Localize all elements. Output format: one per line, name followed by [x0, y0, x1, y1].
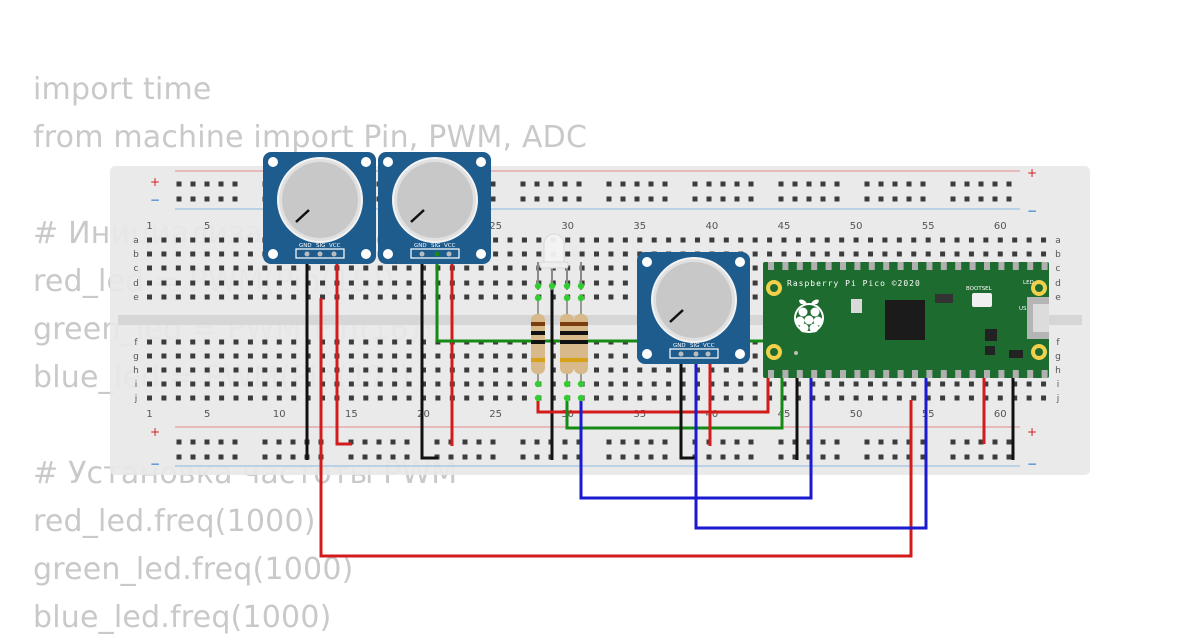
breadboard-row-letter: f	[1056, 338, 1060, 348]
wire-blue-pot3-sig	[694, 352, 928, 530]
potentiometer-1: GND SIG VCC	[263, 152, 376, 264]
potentiometer-2: GND SIG VCC	[378, 152, 491, 264]
breadboard-column-number: 30	[561, 221, 574, 232]
breadboard-column-number: 50	[850, 409, 863, 420]
breadboard-column-number: 45	[778, 221, 791, 232]
connection-markers	[534, 282, 585, 402]
breadboard-column-number: 1	[146, 409, 152, 420]
pico-led-label: LED	[1023, 280, 1034, 286]
wire-red-resistor	[536, 372, 770, 414]
breadboard-row-letter: b	[133, 250, 139, 260]
breadboard-row-letter: c	[134, 264, 139, 274]
breadboard-row-letter: j	[134, 394, 138, 404]
breadboard-row-letter: i	[135, 380, 138, 390]
wire-green-resistor	[565, 372, 784, 430]
code-line: import time	[33, 72, 212, 107]
breadboard-column-number: 25	[489, 409, 502, 420]
breadboard-column-number: 15	[345, 409, 358, 420]
breadboard-column-number: 35	[633, 221, 646, 232]
pico-pins	[768, 262, 1048, 378]
pico-usb-label: USB	[1019, 306, 1031, 312]
rail-plus-top-left: +	[150, 175, 160, 189]
breadboard-row-letter: d	[1055, 279, 1061, 289]
pico-bootsel-label: BOOTSEL	[966, 286, 993, 292]
breadboard-row-letter: f	[134, 338, 138, 348]
resistor-1	[531, 300, 545, 386]
pot3-pin-vcc: VCC	[703, 343, 715, 349]
code-line: red_led.freq(1000)	[33, 504, 316, 539]
resistor-2	[560, 300, 574, 386]
breadboard-column-number: 25	[489, 221, 502, 232]
breadboard-row-letter: e	[1055, 293, 1061, 303]
pot2-pin-vcc: VCC	[444, 243, 456, 249]
breadboard-row-letter: e	[133, 293, 139, 303]
breadboard-row-letter: a	[133, 236, 139, 246]
breadboard-column-number: 5	[204, 221, 210, 232]
rail-minus-top-left: −	[150, 193, 160, 207]
rail-minus-bottom-left: −	[150, 457, 160, 471]
rgb-led	[537, 233, 582, 290]
pot2-pin-gnd: GND	[414, 243, 427, 249]
breadboard-column-number: 45	[778, 409, 791, 420]
code-line: blue_led.freq(1000)	[33, 600, 332, 635]
breadboard-row-letter: b	[1055, 250, 1061, 260]
breadboard-column-number: 55	[922, 221, 935, 232]
breadboard-column-number: 55	[922, 409, 935, 420]
breadboard-column-number: 60	[994, 409, 1007, 420]
rail-plus-bottom-right: +	[1027, 425, 1037, 439]
breadboard-row-letter: g	[133, 352, 139, 362]
breadboard-row-letter: i	[1057, 380, 1060, 390]
raspberry-pi-pico: Raspberry Pi Pico ©2020 BOOTSEL LED USB	[763, 262, 1049, 378]
wire-red-pot1-sig	[319, 298, 913, 558]
pot2-pin-sig: SIG	[431, 243, 440, 249]
breadboard-column-number: 35	[633, 409, 646, 420]
rail-minus-bottom-right: −	[1027, 457, 1037, 471]
breadboard-column-number: 60	[994, 221, 1007, 232]
wire-red-pot1-vcc	[335, 258, 352, 446]
pot1-pin-gnd: GND	[299, 243, 312, 249]
breadboard-row-letter: d	[133, 279, 139, 289]
pot3-pin-gnd: GND	[673, 343, 686, 349]
resistor-3	[574, 300, 588, 386]
breadboard-row-letter: a	[1055, 236, 1061, 246]
potentiometer-3: GND SIG VCC	[637, 252, 750, 364]
breadboard-column-number: 40	[706, 409, 719, 420]
breadboard-row-letter: g	[1055, 352, 1061, 362]
raspberry-logo-icon	[794, 299, 824, 333]
breadboard-column-number: 40	[706, 221, 719, 232]
breadboard-column-number: 10	[273, 409, 286, 420]
rail-plus-bottom-left: +	[150, 425, 160, 439]
breadboard-column-number: 1	[146, 221, 152, 232]
breadboard-row-letter: h	[1055, 366, 1061, 376]
pico-title: Raspberry Pi Pico ©2020	[787, 279, 921, 288]
pot1-pin-sig: SIG	[316, 243, 325, 249]
rail-plus-top-right: +	[1027, 166, 1037, 180]
code-line: green_led.freq(1000)	[33, 552, 354, 587]
pot3-pin-sig: SIG	[690, 343, 699, 349]
breadboard-column-number: 50	[850, 221, 863, 232]
rail-minus-top-right: −	[1027, 204, 1037, 218]
wire-black-pot2-gnd	[420, 258, 438, 460]
pot1-pin-vcc: VCC	[329, 243, 341, 249]
breadboard-column-number: 5	[204, 409, 210, 420]
code-line: from machine import Pin, PWM, ADC	[33, 120, 588, 155]
wire-black-pot3-gnd	[679, 352, 697, 460]
breadboard-row-letter: h	[133, 366, 139, 376]
breadboard-row-letter: j	[1056, 394, 1060, 404]
breadboard-row-letter: c	[1056, 264, 1061, 274]
